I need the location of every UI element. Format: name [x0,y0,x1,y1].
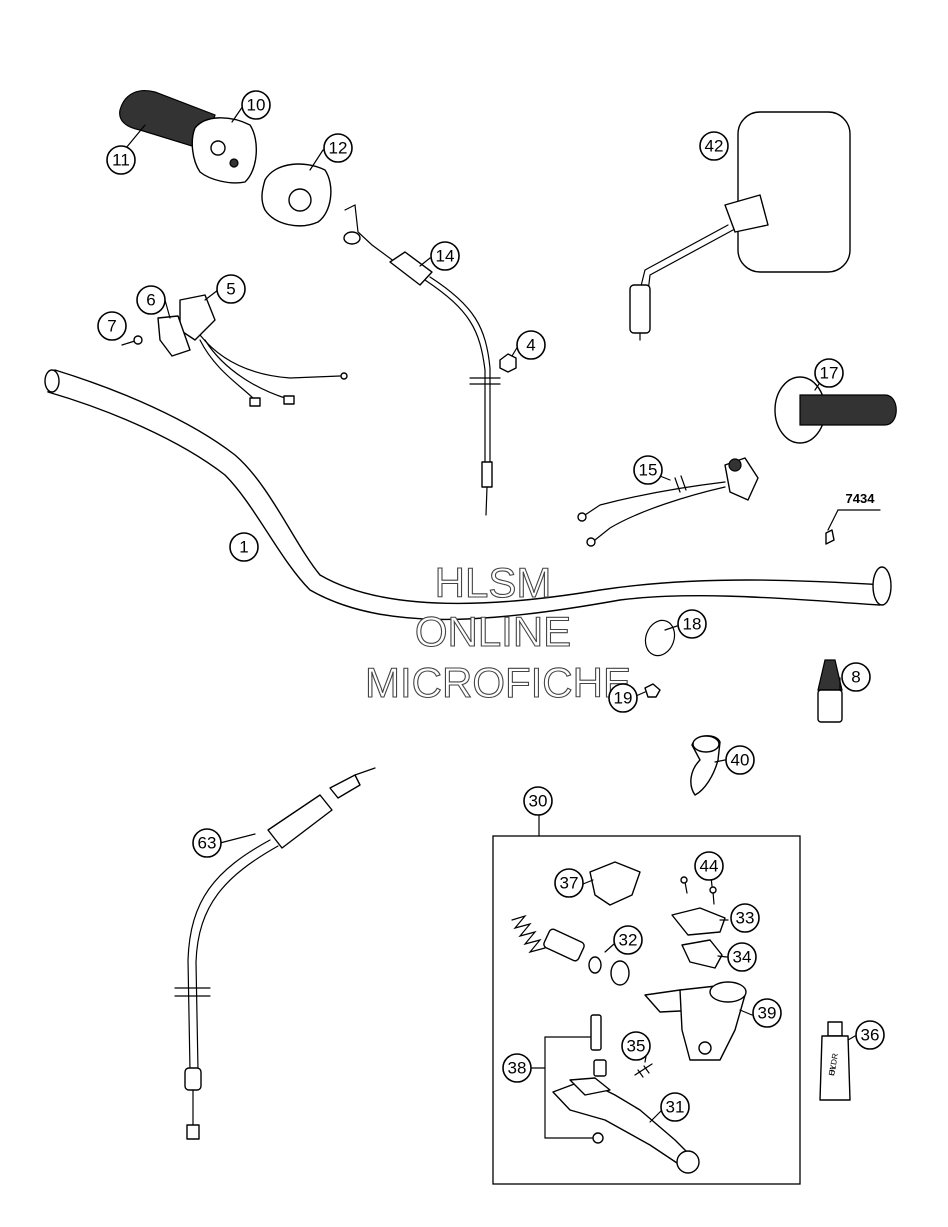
svg-text:5: 5 [226,280,235,299]
callout-18: 18 [677,609,707,639]
bottle-text-line2: OL [827,1064,838,1077]
small-nut [644,683,661,698]
callout-6: 6 [136,285,166,315]
watermark-line3: MICROFICHE [365,659,631,706]
master-cylinder-body [644,981,747,1061]
mirror [629,111,851,341]
kill-switch-assembly [121,294,348,407]
callout-11: 11 [106,145,136,175]
callout-33: 33 [730,903,760,933]
throttle-housing-cover [261,163,332,227]
svg-text:37: 37 [560,874,579,893]
svg-text:35: 35 [627,1037,646,1056]
brake-lever [552,1077,700,1174]
watermark: HLSM ONLINE MICROFICHE [364,558,631,706]
callout-1: 1 [229,532,259,562]
callout-7: 7 [97,311,127,341]
svg-text:39: 39 [758,1004,777,1023]
callout-42: 42 [699,131,729,161]
callout-36: 36 [855,1020,885,1050]
clutch-cable [174,767,376,1140]
svg-text:8: 8 [851,668,860,687]
svg-text:12: 12 [329,139,348,158]
cap-screws [680,876,717,905]
svg-text:18: 18 [683,615,702,634]
svg-text:34: 34 [733,948,752,967]
svg-text:40: 40 [731,751,750,770]
callout-4: 4 [516,330,546,360]
svg-text:10: 10 [247,96,266,115]
callout-40: 40 [725,745,755,775]
throttle-cable [343,204,501,516]
callout-37: 37 [554,868,584,898]
svg-text:4: 4 [526,336,535,355]
ref-number-7434: 7434 [846,491,876,506]
svg-text:38: 38 [508,1059,527,1078]
handlebar [44,369,892,621]
callout-8: 8 [841,662,871,692]
lever-pin-and-nut [544,1014,607,1144]
watermark-line1: HLSM [435,559,552,606]
callout-31: 31 [660,1092,690,1122]
master-cylinder-cap [589,861,641,906]
svg-text:31: 31 [666,1098,685,1117]
callout-15: 15 [633,455,663,485]
cable-nut [499,353,517,373]
callout-35: 35 [621,1031,651,1061]
callout-30: 30 [523,786,553,816]
svg-text:7: 7 [107,317,116,336]
bar-end-plug: 7434 [825,491,881,545]
svg-text:36: 36 [861,1026,880,1045]
svg-text:11: 11 [112,151,130,170]
callout-10: 10 [241,90,271,120]
grease-tube [817,659,843,723]
callout-38: 38 [502,1053,532,1083]
svg-text:42: 42 [705,137,724,156]
svg-text:44: 44 [700,857,719,876]
callouts: 1 4 5 6 7 8 10 11 12 14 15 17 18 19 30 3… [97,90,885,1122]
callout-5: 5 [216,274,246,304]
callout-34: 34 [727,942,757,972]
switch-with-cable [577,457,759,547]
callout-63: 63 [192,828,222,858]
watermark-line2: ONLINE [415,608,571,655]
callout-17: 17 [814,358,844,388]
callout-39: 39 [752,998,782,1028]
master-cylinder-kit-frame [492,814,801,1185]
svg-text:14: 14 [436,247,455,266]
svg-text:19: 19 [614,689,633,708]
adjuster-screw [634,1063,653,1078]
svg-text:30: 30 [529,792,548,811]
callout-14: 14 [430,241,460,271]
diaphragm [681,939,723,969]
clamp [690,735,721,796]
left-grip [774,376,897,444]
callout-19: 19 [608,683,638,713]
svg-text:6: 6 [146,291,155,310]
svg-text:17: 17 [820,364,839,383]
throttle-grip-assembly [119,89,258,184]
hydraulic-oil-bottle: HYDR OL [819,1021,851,1101]
bottle-text-line1: HYDR [827,1052,840,1076]
svg-text:1: 1 [239,538,248,557]
svg-text:32: 32 [619,931,638,950]
callout-32: 32 [613,925,643,955]
svg-text:33: 33 [736,909,755,928]
piston-kit [511,914,630,986]
callout-12: 12 [323,133,353,163]
callout-44: 44 [694,851,724,881]
svg-text:63: 63 [198,834,217,853]
reservoir-cover [671,907,726,936]
svg-text:15: 15 [639,461,658,480]
cable-tie [644,619,676,657]
